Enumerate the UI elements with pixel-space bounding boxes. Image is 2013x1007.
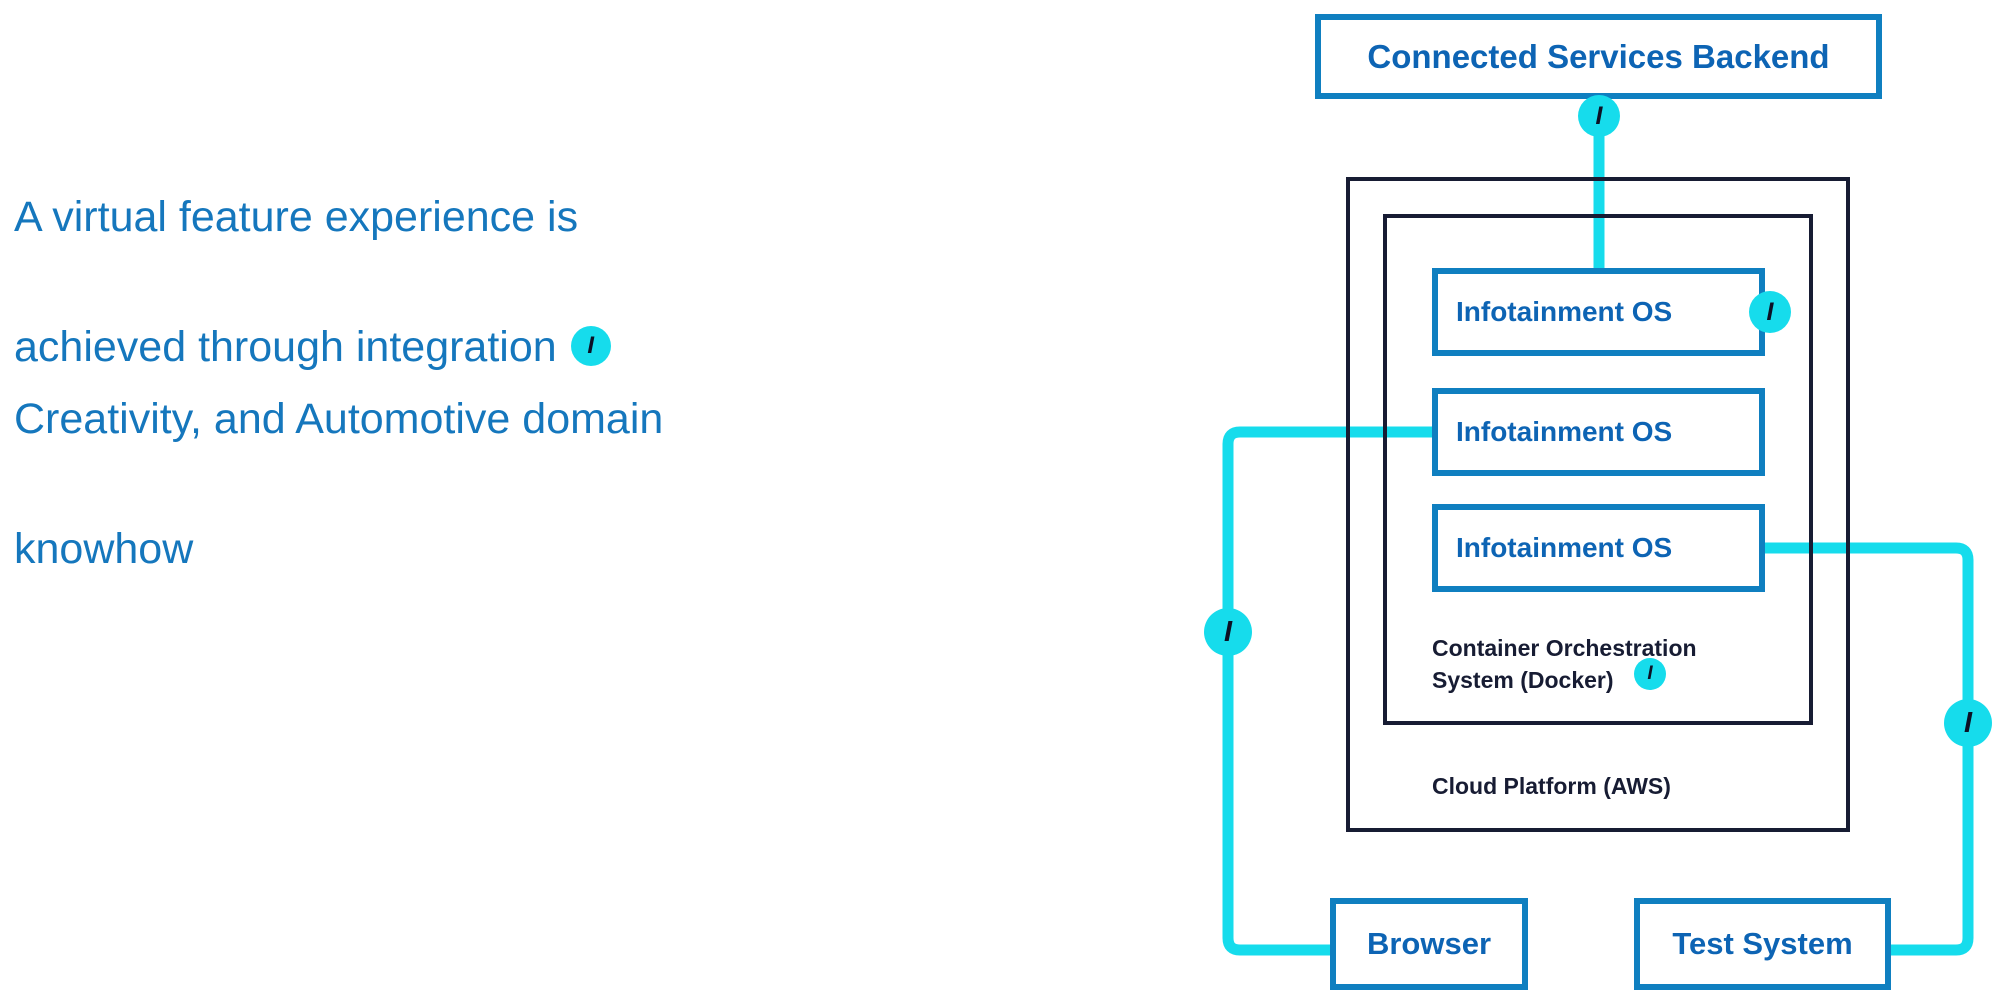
node-infotainment-os-1[interactable]: Infotainment OS <box>1432 268 1765 356</box>
node-connected-services-backend-label: Connected Services Backend <box>1367 37 1830 75</box>
narrative-paragraph-2-line-2: knowhow <box>14 525 194 573</box>
narrative-paragraph-1-line-2: achieved through integration <box>14 323 557 371</box>
node-infotainment-os-2-label: Infotainment OS <box>1456 416 1673 447</box>
node-connected-services-backend[interactable]: Connected Services Backend <box>1315 14 1882 99</box>
integration-badge-os-to-test-system-icon: I <box>1944 699 1992 747</box>
node-test-system[interactable]: Test System <box>1634 898 1891 990</box>
integration-badge-container-system-icon: I <box>1634 658 1666 690</box>
narrative-paragraph-1-line-1: A virtual feature experience is <box>14 193 579 241</box>
connector-os-to-browser <box>1222 426 1436 956</box>
container-orchestration-caption-line-2: System (Docker) <box>1432 667 1614 693</box>
node-browser-label: Browser <box>1366 926 1492 961</box>
narrative-paragraph-1: A virtual feature experience is achieved… <box>14 120 834 380</box>
connector-os-to-test-system <box>1761 542 1974 956</box>
integration-badge-icon: I <box>570 325 611 366</box>
container-orchestration-caption-line-1: Container Orchestration <box>1432 635 1697 661</box>
node-infotainment-os-2[interactable]: Infotainment OS <box>1432 388 1765 476</box>
node-infotainment-os-3-label: Infotainment OS <box>1456 532 1673 563</box>
container-orchestration-system-docker <box>1383 214 1813 725</box>
integration-badge-glyph: I <box>587 332 594 360</box>
node-infotainment-os-3[interactable]: Infotainment OS <box>1432 504 1765 592</box>
node-test-system-label: Test System <box>1672 926 1853 961</box>
node-browser[interactable]: Browser <box>1330 898 1528 990</box>
integration-badge-backend-to-os-icon: I <box>1578 95 1620 137</box>
container-orchestration-caption: Container Orchestration System (Docker) <box>1432 632 1772 696</box>
cloud-platform-caption: Cloud Platform (AWS) <box>1432 773 1671 799</box>
container-cloud-platform-aws <box>1346 177 1850 832</box>
narrative-paragraph-2-line-1: Creativity, and Automotive domain <box>14 395 664 443</box>
integration-badge-os-to-browser-icon: I <box>1204 608 1252 656</box>
integration-badge-infotainment-os-1-icon: I <box>1749 291 1791 333</box>
node-infotainment-os-1-label: Infotainment OS <box>1456 296 1673 327</box>
narrative-paragraph-2: Creativity, and Automotive domain knowho… <box>14 322 894 582</box>
